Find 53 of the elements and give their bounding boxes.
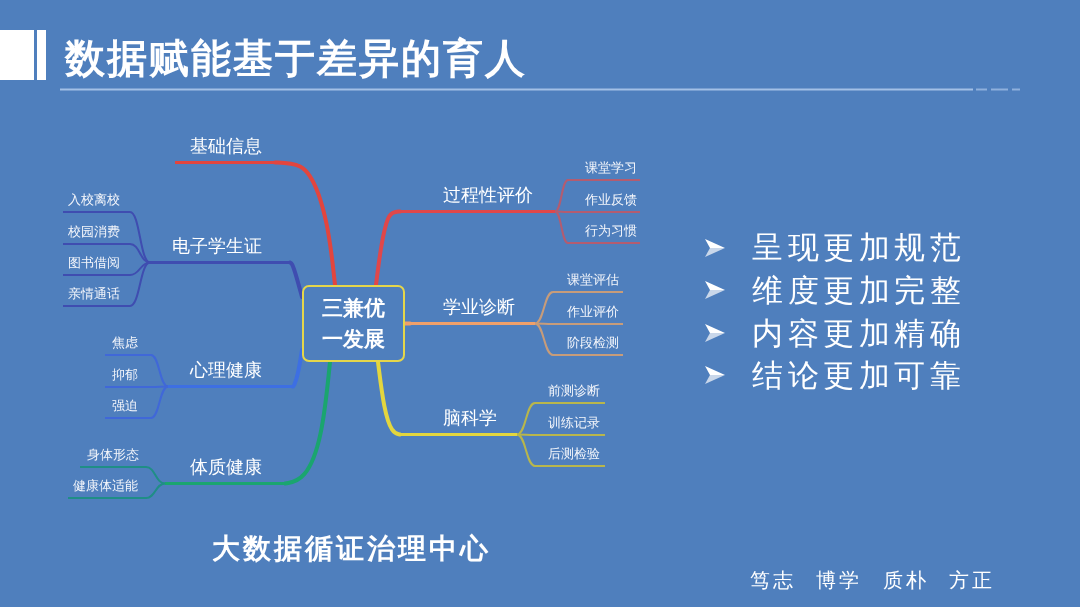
sub-branch-line [129,211,151,264]
branch-topic: 过程性评价 [400,185,555,213]
subtopic: 亲情通话 [63,285,130,307]
sub-branch-line [554,179,569,213]
sub-branch-line [554,210,569,244]
subtopic: 焦虑 [105,334,151,356]
subtopic: 行为习惯 [568,222,640,244]
subtopic: 入校离校 [63,191,130,213]
sub-branch-line [516,433,536,467]
bullet-text: 内容更加精确 [752,315,965,351]
sub-branch-line [554,210,569,213]
central-topic-box: 三兼优一发展 [302,285,405,362]
branch-line [283,360,332,486]
branch-topic: 心理健康 [168,360,293,388]
subtopic: 身体形态 [80,446,146,468]
subtopic: 作业评价 [553,303,623,325]
motto-text: 笃志 博学 质朴 方正 [750,568,996,592]
bullet-text: 结论更加可靠 [752,357,965,393]
branch-line [288,260,304,299]
sub-branch-line [516,402,536,436]
sub-branch-line [150,354,169,388]
sub-branch-line [145,482,166,499]
bullet-text: 维度更加完整 [752,272,965,308]
sub-branch-line [150,385,169,419]
branch-topic: 电子学生证 [150,236,290,264]
branch-line [273,160,337,287]
subtopic: 前测诊断 [535,382,605,404]
sub-branch-line [534,291,554,325]
slide-title: 数据赋能基于差异的育人 [65,36,527,80]
subheading-text: 大数据循证治理中心 [212,533,491,565]
branch-line [376,360,402,437]
subtopic: 抑郁 [105,366,151,388]
sub-branch-line [534,322,554,356]
subtopic: 健康体适能 [68,477,146,499]
subtopic: 阶段检测 [553,334,623,356]
subtopic: 图书借阅 [63,254,130,276]
branch-line [403,321,412,326]
branch-topic: 体质健康 [165,457,285,485]
subtopic: 课堂学习 [568,159,640,181]
subtopic: 作业反馈 [568,191,640,213]
subtopic: 强迫 [105,397,151,419]
branch-line [291,348,304,389]
subtopic: 课堂评估 [553,271,623,293]
branch-topic: 脑科学 [400,408,517,436]
branch-topic: 学业诊断 [410,297,535,325]
branch-topic: 基础信息 [175,136,275,164]
subtopic: 后测检验 [535,445,605,467]
sub-branch-line [129,261,151,307]
sub-branch-line [129,243,151,264]
bullet-text: 呈现更加规范 [752,229,965,265]
subtopic: 训练记录 [535,414,605,436]
sub-branch-line [145,466,166,485]
subtopic: 校园消费 [63,223,130,245]
